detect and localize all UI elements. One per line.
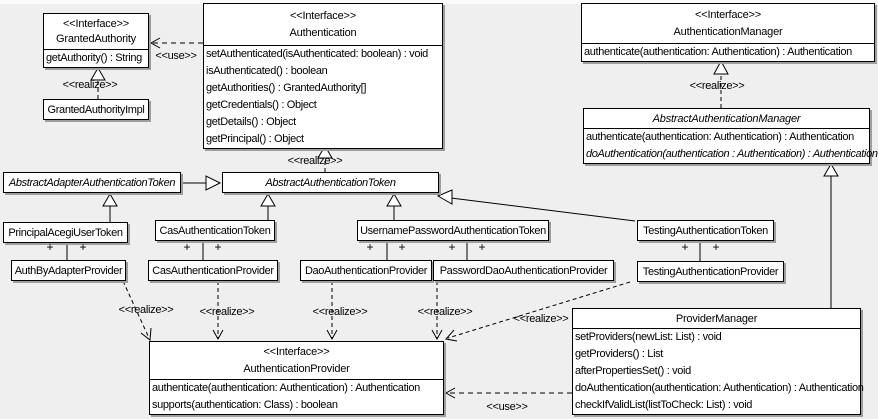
edge-generalization-testingauthenticationtoken-abstractauthenticationtoken xyxy=(436,189,636,222)
edge-realize-passworddaoauthenticationprovider-authenticationprovider xyxy=(431,281,443,341)
class-cas-authentication-provider[interactable]: CasAuthenticationProvider xyxy=(148,260,278,281)
class-password-dao-authentication-provider[interactable]: PasswordDaoAuthenticationProvider xyxy=(433,260,614,281)
class-name: AbstractAuthenticationToken xyxy=(265,176,396,189)
class-abstract-authentication-token[interactable]: AbstractAuthenticationToken xyxy=(222,172,439,193)
realize-label: <<realize>> xyxy=(312,306,368,318)
edge-generalization-usernamepasswordauthenticationtoken-abstractauthenticationtoken xyxy=(386,193,402,220)
method-label: getAuthorities() : GrantedAuthority[] xyxy=(206,82,367,94)
association-plus-marker: + xyxy=(681,240,689,254)
method-label: isAuthenticated() : boolean xyxy=(206,65,328,77)
class-granted-authority-impl[interactable]: GrantedAuthorityImpl xyxy=(43,99,149,120)
class-name: CasAuthenticationProvider xyxy=(152,264,274,277)
association-plus-marker: + xyxy=(398,240,406,254)
class-name: AbstractAdapterAuthenticationToken xyxy=(8,176,176,189)
class-abstract-authentication-manager[interactable]: AbstractAuthenticationManager authentica… xyxy=(583,108,878,164)
method-label: getPrincipal() : Object xyxy=(206,133,304,145)
class-authentication[interactable]: <<Interface>> Authentication setAuthenti… xyxy=(203,3,443,149)
realize-label: <<realize>> xyxy=(287,155,343,167)
class-provider-manager[interactable]: ProviderManager setProviders(newList: Li… xyxy=(572,308,864,415)
edge-generalization-providermanager-abstractauthenticationmanager xyxy=(823,163,839,308)
association-plus-marker: + xyxy=(366,240,374,254)
use-label: <<use>> xyxy=(155,50,197,62)
edge-generalization-abstractadapterauthenticationtoken-abstractauthenticationtoken xyxy=(180,175,222,191)
stereotype-label: <<Interface>> xyxy=(695,9,761,21)
class-name: Authentication xyxy=(289,27,357,40)
class-name: TestingAuthenticationToken xyxy=(643,224,768,237)
realize-label: <<realize>> xyxy=(62,79,118,91)
method-label: authenticate(authentication: Authenticat… xyxy=(152,382,420,394)
class-testing-authentication-token[interactable]: TestingAuthenticationToken xyxy=(637,220,774,241)
association-plus-marker: + xyxy=(79,240,87,254)
association-plus-marker: + xyxy=(712,240,720,254)
class-name: DaoAuthenticationProvider xyxy=(304,264,428,277)
class-name: GrantedAuthority xyxy=(56,33,136,46)
realize-label: <<realize>> xyxy=(513,313,569,325)
class-name: CasAuthenticationToken xyxy=(159,224,271,237)
class-name: UsernamePasswordAuthenticationToken xyxy=(360,224,546,237)
class-name: AuthenticationProvider xyxy=(243,362,350,375)
edge-realize-authbyadapterprovider-authenticationprovider xyxy=(122,280,152,341)
edge-generalization-casauthenticationtoken-abstractauthenticationtoken xyxy=(260,193,276,220)
class-name: AbstractAuthenticationManager xyxy=(652,112,801,125)
class-authentication-manager[interactable]: <<Interface>> AuthenticationManager auth… xyxy=(581,3,875,62)
method-label: setProviders(newList: List) : void xyxy=(575,331,722,343)
edge-use-providermanager-authenticationprovider xyxy=(444,387,572,399)
class-granted-authority[interactable]: <<Interface>> GrantedAuthority getAuthor… xyxy=(43,13,149,68)
method-label: checkIfValidList(listToCheck: List) : vo… xyxy=(575,399,753,411)
realize-label: <<realize>> xyxy=(199,306,255,318)
stereotype-label: <<Interface>> xyxy=(63,17,129,30)
association-plus-marker: + xyxy=(448,240,456,254)
edge-realize-abstractauthenticationmanager-authenticationmanager xyxy=(713,59,729,108)
realize-label: <<realize>> xyxy=(417,306,473,318)
association-plus-marker: + xyxy=(214,240,222,254)
realize-label: <<realize>> xyxy=(689,80,745,92)
realize-label: <<realize>> xyxy=(118,304,174,316)
method-label: authenticate(authentication: Authenticat… xyxy=(584,46,852,58)
method-label: doAuthentication(authentication: Authent… xyxy=(575,382,864,394)
class-name: AuthenticationManager xyxy=(673,26,783,38)
class-testing-authentication-provider[interactable]: TestingAuthenticationProvider xyxy=(637,261,784,282)
edge-realize-testingauthenticationprovider-authenticationprovider xyxy=(445,281,631,342)
association-plus-marker: + xyxy=(183,240,191,254)
canvas-top-edge xyxy=(0,0,878,4)
method-label: getProviders() : List xyxy=(575,348,664,360)
class-name: TestingAuthenticationProvider xyxy=(642,265,779,278)
method-label: authenticate(authentication: Authenticat… xyxy=(586,131,854,143)
method-label: getDetails() : Object xyxy=(206,116,296,128)
edge-use-authentication-grantedauthority xyxy=(149,37,203,49)
class-principal-acegi-user-token[interactable]: PrincipalAcegiUserToken xyxy=(3,222,128,243)
method-label: setAuthenticated(isAuthenticated: boolea… xyxy=(206,48,428,60)
class-name: AuthByAdapterProvider xyxy=(14,264,123,277)
edge-realize-daoauthenticationprovider-authenticationprovider xyxy=(326,281,338,341)
class-name: GrantedAuthorityImpl xyxy=(47,103,145,116)
method-label: doAuthentication(authentication : Authen… xyxy=(586,148,878,160)
method-label: afterPropertiesSet() : void xyxy=(575,365,691,377)
class-authentication-provider[interactable]: <<Interface>> AuthenticationProvider aut… xyxy=(149,341,444,415)
edge-realize-grantedauthorityimpl-grantedauthority xyxy=(90,67,106,99)
method-label: getCredentials() : Object xyxy=(206,99,317,111)
class-username-password-authentication-token[interactable]: UsernamePasswordAuthenticationToken xyxy=(357,220,549,241)
association-plus-marker: + xyxy=(46,240,54,254)
class-name: PrincipalAcegiUserToken xyxy=(8,226,123,239)
stereotype-label: <<Interface>> xyxy=(263,346,330,359)
class-auth-by-adapter-provider[interactable]: AuthByAdapterProvider xyxy=(11,260,126,281)
method-label: getAuthority() : String xyxy=(46,52,142,64)
class-cas-authentication-token[interactable]: CasAuthenticationToken xyxy=(155,220,275,241)
method-label: supports(authentication: Class) : boolea… xyxy=(152,399,338,411)
class-dao-authentication-provider[interactable]: DaoAuthenticationProvider xyxy=(300,260,432,281)
edge-realize-casauthenticationprovider-authenticationprovider xyxy=(212,281,224,341)
class-abstract-adapter-authentication-token[interactable]: AbstractAdapterAuthenticationToken xyxy=(3,172,181,193)
class-name: PasswordDaoAuthenticationProvider xyxy=(439,264,608,277)
edge-generalization-principalacegiusertoken-abstractadapterauthenticationtoken xyxy=(102,193,118,222)
stereotype-label: <<Interface>> xyxy=(290,9,356,22)
association-plus-marker: + xyxy=(478,240,486,254)
class-name: ProviderManager xyxy=(675,312,758,325)
use-label: <<use>> xyxy=(486,401,528,413)
edge-realize-abstractauthenticationtoken-authentication xyxy=(317,145,333,172)
